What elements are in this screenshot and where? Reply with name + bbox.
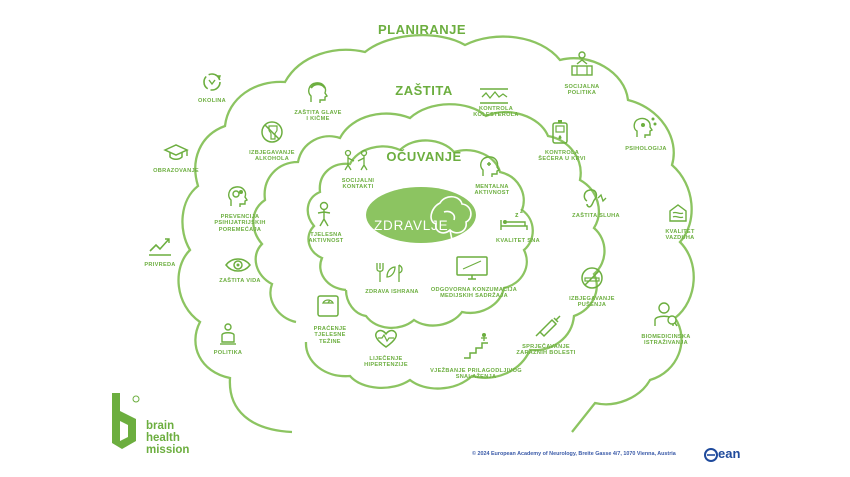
- label-tjelesna-aktivnost: TJELESNA AKTIVNOST: [308, 232, 344, 245]
- no-smoking-icon: [580, 266, 604, 290]
- label-kvalitet-vazduha: KVALITET VAZDUHA: [665, 229, 695, 242]
- label-psihologija: PSIHOLOGIJA: [625, 146, 667, 152]
- no-alcohol-icon: [260, 120, 284, 144]
- mental-head-icon: [478, 154, 502, 178]
- label-vjezbanje: VJEŽBANJE PRILAGODLJIVOG SNALAŽENJA: [430, 368, 522, 381]
- svg-text:z: z: [520, 209, 523, 215]
- scale-icon: [316, 294, 340, 318]
- biomedical-icon: [650, 300, 678, 328]
- label-kontrola-kolesterola: KONTROLA KOLESTEROLA: [473, 106, 519, 119]
- center-ellipse: [366, 187, 476, 243]
- label-zastita-sluha: ZAŠTITA SLUHA: [572, 213, 620, 219]
- ear-icon: [581, 187, 607, 209]
- center-label-line1: ZDRAVLJE: [374, 217, 449, 233]
- logo-line1: brain: [146, 420, 175, 432]
- head-helmet-icon: [306, 80, 330, 104]
- center-label: ZDRAVLJE MOZGA: [374, 202, 454, 280]
- cholesterol-icon: [478, 87, 510, 105]
- inner-brain-contour: [306, 139, 534, 329]
- label-lijecenje-hipertenzije: LIJEČENJE HIPERTENZIJE: [364, 356, 408, 369]
- label-okolina: OKOLINA: [198, 98, 226, 104]
- graduation-cap-icon: [163, 143, 189, 161]
- psychology-icon: [631, 115, 657, 141]
- social-contact-icon: [341, 149, 371, 171]
- label-izbjegavanje-pusenja: IZBJEGAVANJE PUŠENJA: [569, 296, 615, 309]
- social-policy-icon: [569, 50, 595, 78]
- glucose-meter-icon: [550, 119, 570, 145]
- svg-text:z: z: [515, 212, 519, 219]
- syringe-icon: [534, 314, 562, 338]
- ean-logo-icon: [704, 448, 718, 462]
- eye-icon: [224, 256, 252, 274]
- middle-brain-contour: [252, 103, 606, 390]
- logo-line2: health: [146, 432, 180, 445]
- ean-text: ean: [718, 446, 741, 461]
- label-politika: POLITIKA: [213, 350, 243, 356]
- label-mentalna-aktivnost: MENTALNA AKTIVNOST: [474, 184, 510, 197]
- label-kvalitet-sna: KVALITET SNA: [496, 238, 540, 244]
- monitor-icon: [455, 255, 489, 281]
- brain-gears-icon: [226, 184, 250, 208]
- recycle-icon: [201, 71, 223, 93]
- label-sprjecavanje: SPRJEČAVANJE ZARAZNIH BOLESTI: [516, 344, 576, 357]
- brain-health-mission-logo-icon: [106, 391, 142, 453]
- outer-brain-contour: [177, 34, 695, 434]
- label-zastita-glave: ZAŠTITA GLAVE I KIČME: [294, 110, 342, 123]
- label-privreda: PRIVREDA: [144, 262, 176, 268]
- label-socijalna-politika: SOCIJALNA POLITIKA: [564, 84, 600, 97]
- politics-icon: [218, 322, 238, 346]
- label-zastita-vida: ZAŠTITA VIDA: [219, 278, 261, 284]
- label-biomedicinska: BIOMEDICINSKA ISTRAŽIVANJA: [641, 334, 691, 347]
- food-icon: [373, 261, 407, 283]
- label-obrazovanje: OBRAZOVANJE: [153, 168, 199, 174]
- activity-person-icon: [314, 201, 334, 227]
- growth-chart-icon: [147, 235, 173, 257]
- heading-planiranje: PLANIRANJE: [377, 22, 467, 37]
- copyright-text: © 2024 European Academy of Neurology, Br…: [472, 451, 676, 457]
- center-brain-doodle: [430, 195, 472, 241]
- stairs-icon: [462, 332, 490, 360]
- label-pracenje-tezine: PRAĆENJE TJELESNE TEŽINE: [313, 326, 347, 345]
- air-quality-icon: [666, 201, 690, 223]
- center-label-line2: MOZGA: [384, 248, 438, 264]
- label-socijalni-kontakti: SOCIJALNI KONTAKTI: [341, 178, 375, 191]
- label-odgovorna: ODGOVORNA KONZUMACIJA MEDIJSKIH SADRŽAJA: [430, 287, 518, 300]
- logo-text: brain health mission: [146, 420, 189, 456]
- heart-pressure-icon: [372, 327, 400, 349]
- label-zdrava-ishrana: ZDRAVA ISHRANA: [365, 289, 419, 295]
- heading-zastita: ZAŠTITA: [395, 83, 453, 98]
- heading-ocuvanje: OČUVANJE: [386, 149, 462, 164]
- label-izbjegavanje-alkohola: IZBJEGAVANJE ALKOHOLA: [249, 150, 295, 163]
- label-kontrola-secera: KONTROLA ŠEĆERA U KRVI: [538, 150, 586, 163]
- label-prevencija: PREVENCIJA PSIHIJATRIJSKIH POREMEĆAJA: [214, 214, 266, 233]
- logo-line3: mission: [146, 444, 190, 457]
